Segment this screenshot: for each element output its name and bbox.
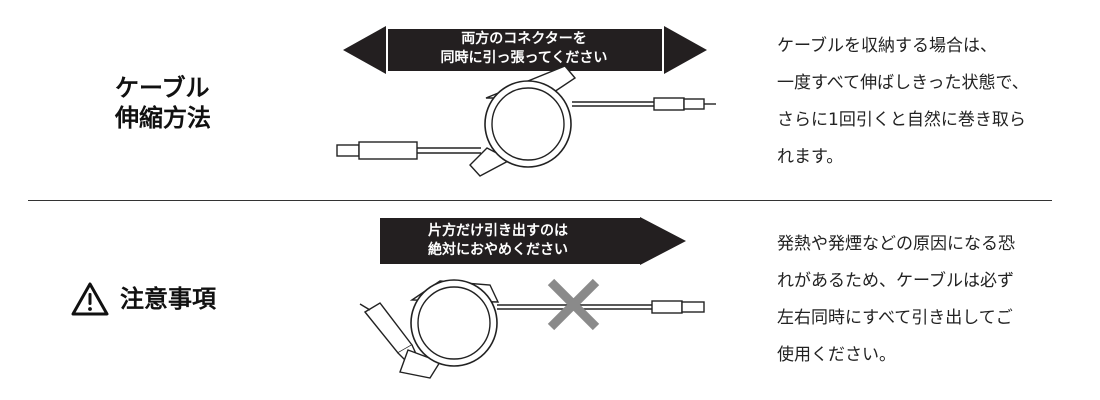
section-title-line: ケーブル	[115, 74, 210, 102]
description-line: 使用ください。	[777, 345, 896, 365]
description-line: 左右同時にすべて引き出してご	[777, 308, 1013, 328]
single-arrow-icon	[380, 217, 686, 265]
description-line: 発熱や発煙などの原因になる恐	[777, 234, 1015, 254]
section-title-line: 注意事項	[120, 285, 216, 313]
banner-line: 同時に引っ張ってください	[440, 50, 608, 66]
banner-line: 片方だけ引き出すのは	[428, 223, 568, 239]
double-arrow-icon	[343, 26, 707, 74]
banner-line: 絶対におやめください	[428, 242, 568, 258]
section-title-cable-extension: ケーブル 伸縮方法	[115, 73, 211, 133]
description-line: 一度すべて伸ばしきった状態で、	[777, 73, 1029, 93]
section-title-caution: 注意事項	[70, 281, 216, 317]
warning-banner: 片方だけ引き出すのは 絶対におやめください	[382, 222, 614, 260]
warning-icon	[71, 282, 109, 316]
description-line: さらに1回引くと自然に巻き取ら	[777, 110, 1026, 130]
banner-line: 両方のコネクターを	[461, 31, 587, 47]
description-line: れがあるため、ケーブルは必ず	[777, 271, 1014, 291]
instruction-banner: 両方のコネクターを 同時に引っ張ってください	[408, 30, 640, 68]
section-divider	[28, 200, 1052, 201]
description-line: ケーブルを収納する場合は、	[777, 36, 997, 56]
section-title-line: 伸縮方法	[115, 104, 211, 132]
prohibited-cross-icon	[547, 278, 600, 331]
cable-reel-top	[336, 65, 716, 177]
cable-reel-bottom	[359, 279, 705, 379]
section-description: 発熱や発煙などの原因になる恐 れがあるため、ケーブルは必ず 左右同時にすべて引き…	[777, 226, 1015, 374]
section-description: ケーブルを収納する場合は、 一度すべて伸ばしきった状態で、 さらに1回引くと自然…	[777, 28, 1029, 176]
description-line: れます。	[777, 147, 844, 167]
